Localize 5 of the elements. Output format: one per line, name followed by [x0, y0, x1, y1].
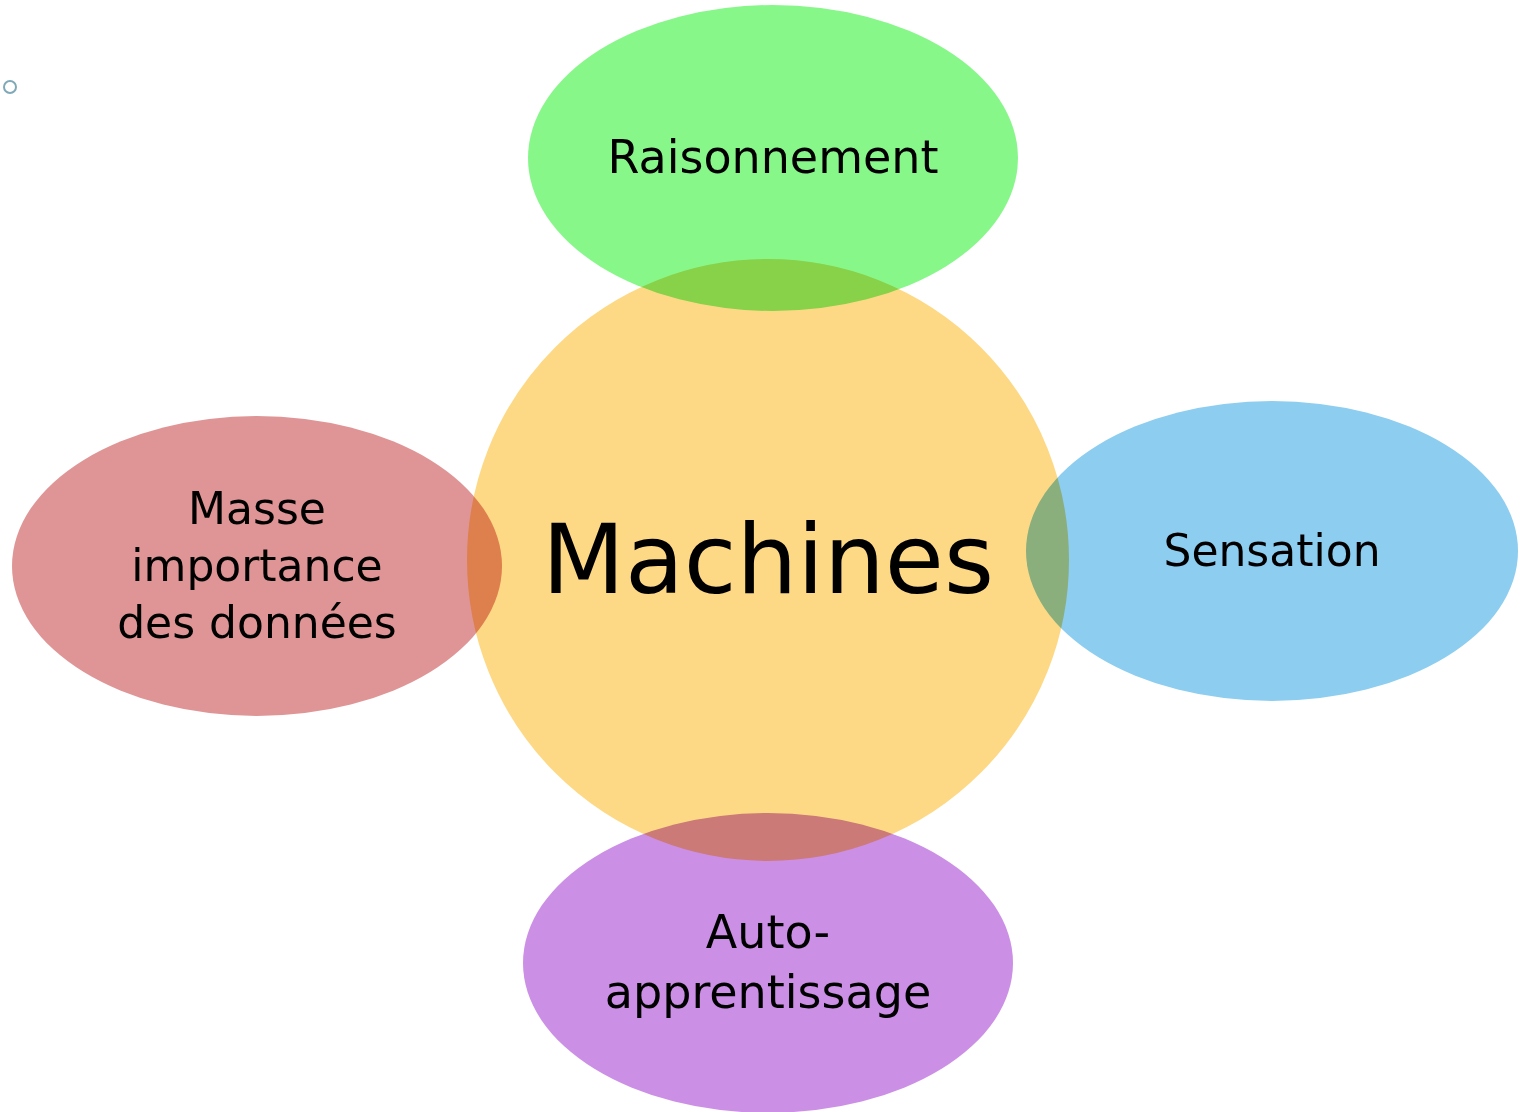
- node-label: Raisonnement: [607, 129, 939, 187]
- node-label: Machines: [542, 502, 994, 618]
- node-label: Auto- apprentissage: [603, 904, 933, 1021]
- node-label: Sensation: [1163, 524, 1381, 579]
- node-label: Masse importance des données: [116, 482, 398, 651]
